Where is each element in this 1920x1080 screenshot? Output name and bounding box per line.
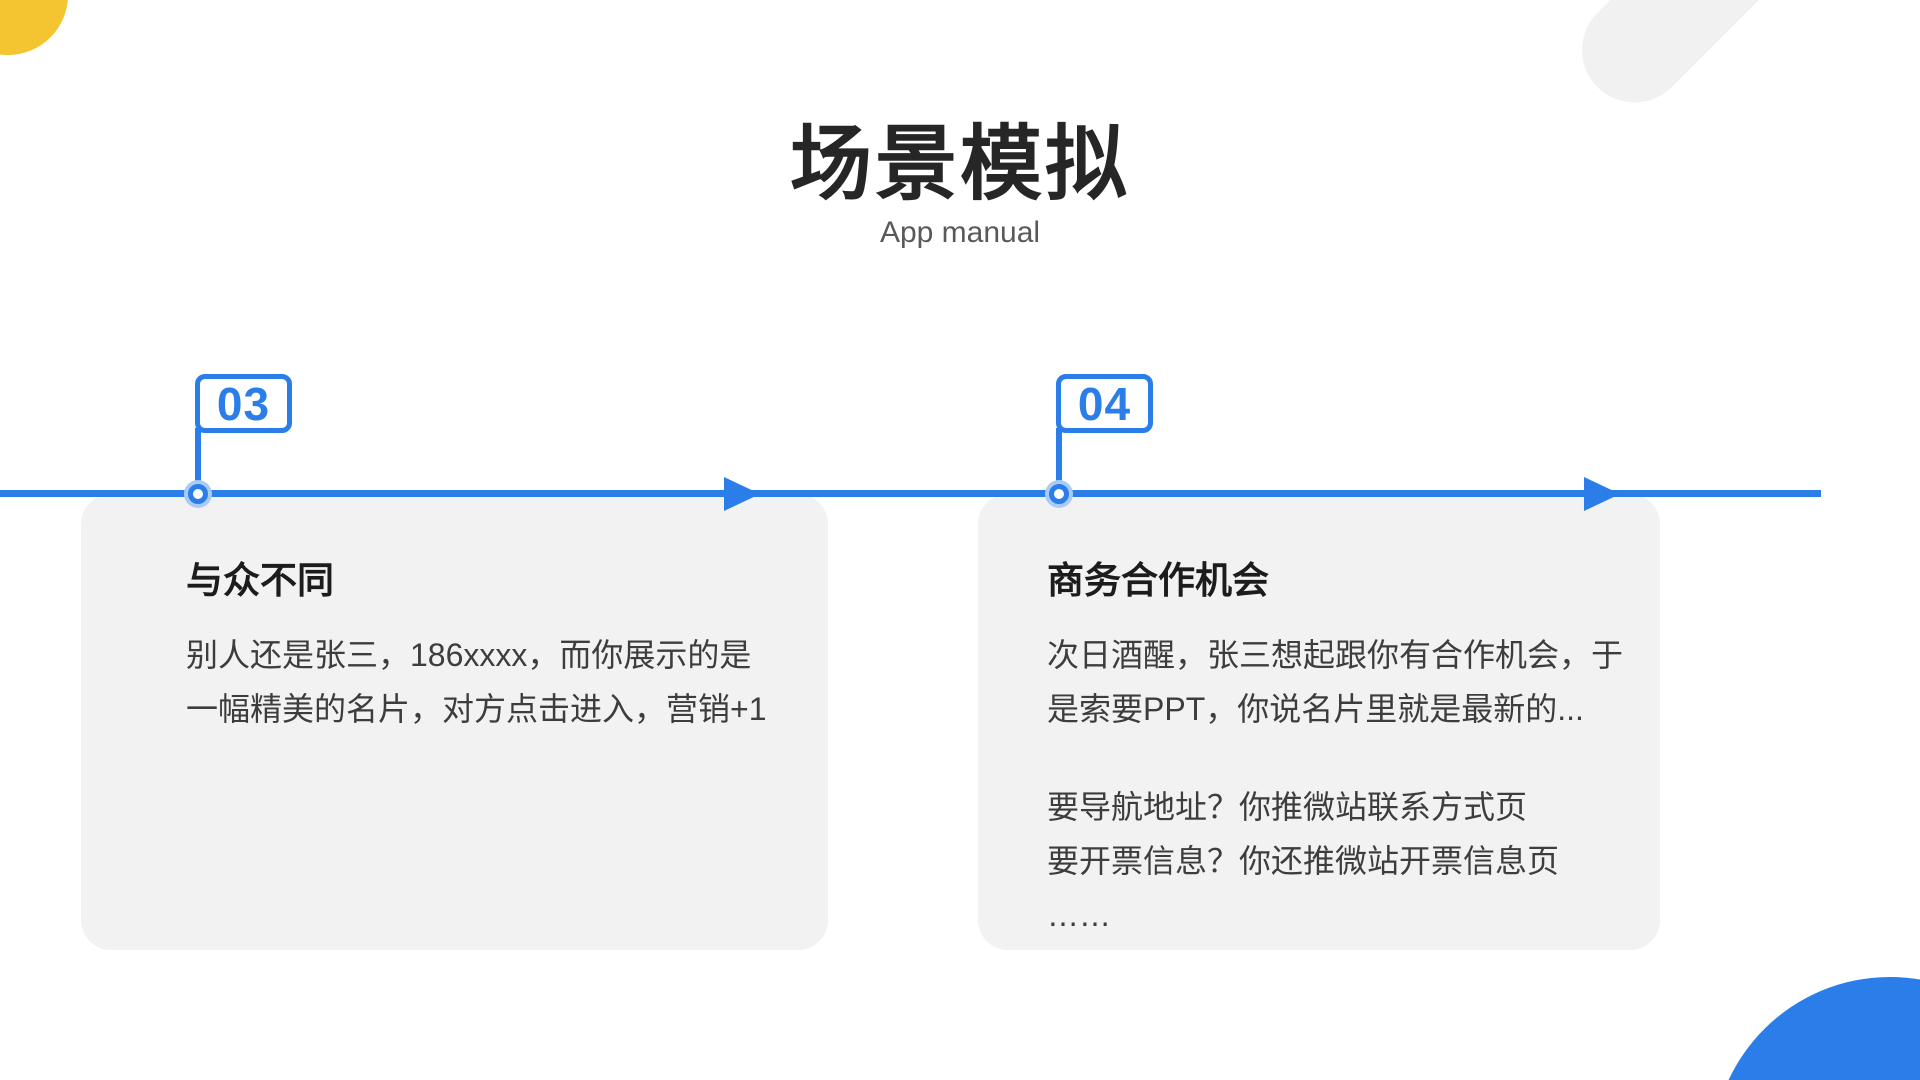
step-flag-03: 03 — [195, 374, 292, 433]
blue-circle-decor — [1712, 977, 1920, 1080]
page-subtitle: App manual — [879, 216, 1041, 249]
card-text-line: 要开票信息？你还推微站开票信息页 — [1047, 843, 1560, 879]
card-text-line: 别人还是张三，186xxxx，而你展示的是 — [186, 637, 752, 673]
card-text-line: 一幅精美的名片，对方点击进入，营销+1 — [186, 691, 767, 727]
gray-capsule-decor — [1560, 0, 1847, 125]
card-text-line: 要导航地址？你推微站联系方式页 — [1047, 789, 1528, 825]
card-text-line: …… — [1047, 897, 1111, 933]
card-body: 别人还是张三，186xxxx，而你展示的是 一幅精美的名片，对方点击进入，营销+… — [186, 628, 788, 736]
step-card-04: 商务合作机会 次日酒醒，张三想起跟你有合作机会，于 是索要PPT，你说名片里就是… — [978, 494, 1660, 950]
flag-number: 04 — [1077, 377, 1132, 430]
timeline-node — [1049, 484, 1069, 504]
flag-pole — [1056, 428, 1062, 494]
page-title: 场景模拟 — [789, 119, 1130, 210]
flag-pole — [195, 428, 201, 494]
paragraph-gap — [1047, 736, 1630, 780]
timeline-node — [188, 484, 208, 504]
timeline-line — [0, 490, 1821, 497]
arrow-right-icon — [1584, 477, 1620, 511]
yellow-circle-decor — [0, 0, 68, 55]
flag-number: 03 — [216, 377, 271, 430]
card-title: 商务合作机会 — [1047, 560, 1269, 601]
step-flag-04: 04 — [1056, 374, 1153, 433]
card-text-line: 次日酒醒，张三想起跟你有合作机会，于 — [1047, 637, 1624, 673]
arrow-right-icon — [724, 477, 760, 511]
header: 场景模拟 App manual — [0, 117, 1920, 251]
step-card-03: 与众不同 别人还是张三，186xxxx，而你展示的是 一幅精美的名片，对方点击进… — [81, 494, 828, 950]
card-body: 次日酒醒，张三想起跟你有合作机会，于 是索要PPT，你说名片里就是最新的... … — [1047, 628, 1630, 942]
card-title: 与众不同 — [186, 560, 334, 601]
card-text-line: 是索要PPT，你说名片里就是最新的... — [1047, 691, 1584, 727]
